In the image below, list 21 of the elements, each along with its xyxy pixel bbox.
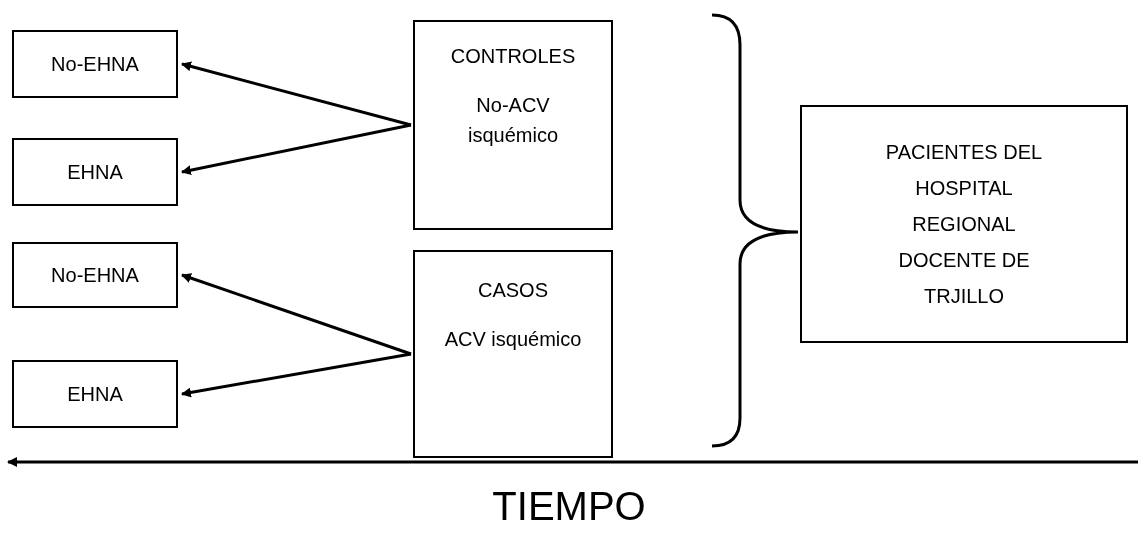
text-box (800, 105, 1128, 343)
axis-label: TIEMPO (491, 483, 647, 530)
text-box (12, 242, 178, 308)
arrow (181, 123, 412, 176)
box-text: EHNA (67, 160, 123, 185)
arrow (181, 273, 412, 356)
text-box (12, 30, 178, 98)
arrow (181, 352, 412, 398)
text-box (413, 250, 613, 458)
text-box (12, 360, 178, 428)
box-text: No-ACV isquémico (466, 93, 559, 148)
box-text: EHNA (67, 382, 123, 407)
box-text: PACIENTES DEL HOSPITAL REGIONAL DOCENTE DE TRJILLO (884, 140, 1044, 309)
box-text: No-EHNA (51, 263, 139, 288)
box-text: ACV isquémico (444, 327, 582, 352)
text-box (413, 20, 613, 230)
box-heading: CASOS (478, 278, 548, 303)
box-text: No-EHNA (51, 52, 139, 77)
text-box (12, 138, 178, 206)
box-heading: CONTROLES (450, 44, 576, 69)
arrow (181, 61, 412, 127)
